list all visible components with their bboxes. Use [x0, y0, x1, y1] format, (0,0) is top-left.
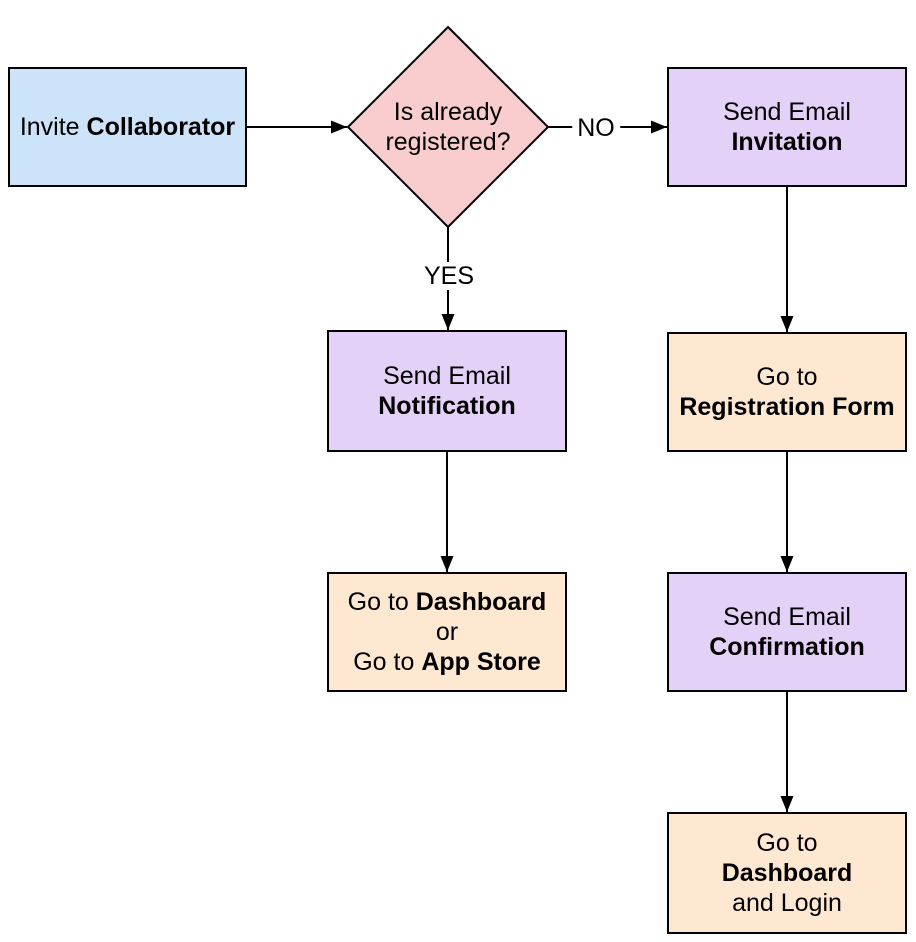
node-send-email-confirmation: Send Email Confirmation: [667, 572, 907, 692]
confirmation-line2-bold: Confirmation: [709, 633, 865, 661]
dashboard-login-line3: and Login: [732, 889, 842, 917]
dashboard-appstore-line3: Go to App Store: [348, 647, 547, 677]
notification-line1: Send Email: [383, 362, 511, 390]
node-goto-dashboard-or-appstore-label: Go to Dashboard or Go to App Store: [348, 587, 547, 677]
node-goto-dashboard-or-appstore: Go to Dashboard or Go to App Store: [327, 572, 567, 692]
edge-label-yes: YES: [418, 262, 480, 290]
invitation-line1: Send Email: [723, 98, 851, 126]
node-send-email-notification: Send Email Notification: [327, 330, 567, 452]
node-send-email-notification-label: Send Email Notification: [378, 361, 516, 421]
node-goto-registration-form: Go to Registration Form: [667, 332, 907, 452]
dashboard-login-line2-bold: Dashboard: [721, 859, 853, 887]
notification-line2-bold: Notification: [378, 392, 516, 420]
invite-text: Invite: [19, 113, 87, 141]
node-goto-dashboard-and-login: Go to Dashboard and Login: [667, 812, 907, 934]
dashboard-text-bold: Dashboard: [415, 588, 547, 616]
dashboard-login-line1: Go to: [756, 829, 818, 857]
node-send-email-confirmation-label: Send Email Confirmation: [709, 602, 865, 662]
dashboard-appstore-line2: or: [435, 618, 459, 646]
registration-line1: Go to: [756, 363, 818, 391]
edge-label-no: NO: [572, 114, 620, 142]
node-send-email-invitation-label: Send Email Invitation: [723, 97, 851, 157]
goto-text: Go to: [347, 588, 416, 616]
node-invite-collaborator: Invite Collaborator: [8, 67, 247, 187]
invite-text-bold: Collaborator: [86, 113, 236, 141]
decision-diamond-shape: [346, 25, 550, 229]
goto-text: Go to: [353, 648, 422, 676]
appstore-text-bold: App Store: [421, 648, 541, 676]
dashboard-appstore-line1: Go to Dashboard: [348, 587, 547, 617]
node-goto-dashboard-and-login-label: Go to Dashboard and Login: [722, 828, 853, 918]
registration-line2-bold: Registration Form: [679, 393, 895, 421]
invitation-line2-bold: Invitation: [731, 128, 843, 156]
node-invite-collaborator-label: Invite Collaborator: [20, 112, 235, 142]
node-send-email-invitation: Send Email Invitation: [667, 67, 907, 187]
confirmation-line1: Send Email: [723, 603, 851, 631]
node-goto-registration-form-label: Go to Registration Form: [679, 362, 894, 422]
